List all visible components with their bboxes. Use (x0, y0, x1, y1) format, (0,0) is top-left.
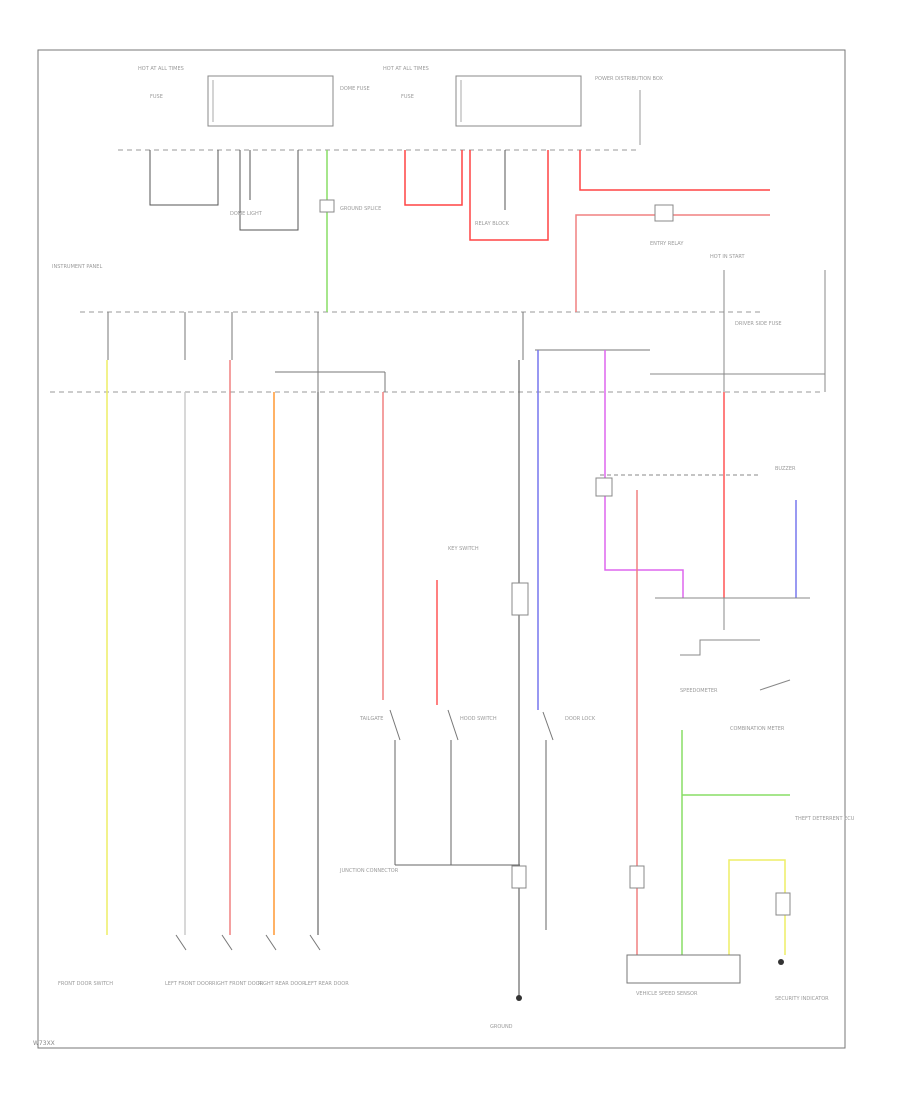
label-front-door-switch: FRONT DOOR SWITCH (58, 981, 113, 987)
wire-pink-feed (575, 214, 770, 312)
label-power-distribution-box: POWER DISTRIBUTION BOX (595, 76, 663, 82)
label-driver-side-fuse: DRIVER SIDE FUSE (735, 321, 782, 327)
relay-box-right (455, 75, 582, 127)
label-ground: GROUND (490, 1024, 513, 1030)
label-ground-splice: GROUND SPLICE (340, 206, 381, 212)
label-combination-meter: COMBINATION METER (730, 726, 785, 732)
wire-red-feed (579, 150, 770, 191)
label-vehicle-speed-sensor: VEHICLE SPEED SENSOR (636, 991, 698, 997)
wire-red-loop-2 (469, 150, 549, 241)
wire-violet (604, 350, 684, 598)
diagram-border (37, 49, 846, 1049)
label-instrument-panel: INSTRUMENT PANEL (52, 264, 102, 270)
label-hot-in-start: HOT IN START (710, 254, 746, 260)
label-hot-at-all-times-1: HOT AT ALL TIMES (138, 66, 184, 72)
label-dome-fuse: DOME FUSE (340, 86, 370, 92)
label-theft-deterrent-ecu: THEFT DETERRENT ECU (794, 816, 855, 822)
relay-box-left (207, 75, 334, 127)
label-key-switch: KEY SWITCH (448, 546, 479, 552)
label-right-front-door: RIGHT FRONT DOOR (212, 981, 264, 987)
label-hot-at-all-times-2: HOT AT ALL TIMES (383, 66, 429, 72)
label-fuse-1: FUSE (150, 94, 163, 100)
wire-red-loop-1 (404, 150, 463, 206)
label-right-rear-door: RIGHT REAR DOOR (258, 981, 306, 987)
label-speedometer: SPEEDOMETER (680, 688, 718, 694)
label-junction-connector: JUNCTION CONNECTOR (339, 868, 399, 874)
label-buzzer: BUZZER (775, 466, 796, 472)
label-security-indicator: SECURITY INDICATOR (775, 996, 829, 1002)
label-tailgate: TAILGATE (359, 716, 383, 722)
label-fuse-2: FUSE (401, 94, 414, 100)
label-dome-light: DOME LIGHT (230, 211, 263, 217)
diagram-reference-code: W73XX (33, 1040, 55, 1047)
label-entry-relay: ENTRY RELAY (650, 241, 684, 247)
label-relay-block: RELAY BLOCK (475, 221, 510, 227)
label-hood-switch: HOOD SWITCH (460, 716, 497, 722)
vehicle-speed-sensor-box (626, 954, 741, 984)
label-left-rear-door: LEFT REAR DOOR (305, 981, 349, 987)
label-door-lock: DOOR LOCK (565, 716, 596, 722)
label-left-front-door: LEFT FRONT DOOR (165, 981, 213, 987)
